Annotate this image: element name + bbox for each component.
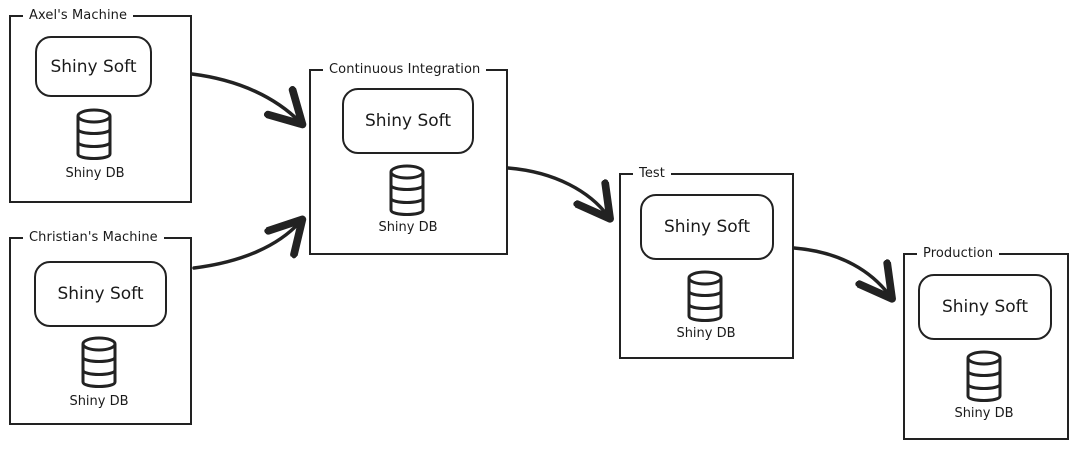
database-icon [76,108,112,160]
environment-test: Test Shiny Soft Shiny DB [619,165,794,359]
database-icon [687,270,723,322]
database-icon [966,350,1002,402]
app-box: Shiny Soft [35,36,152,97]
arrow-christian-to-ci [192,222,300,270]
database-label: Shiny DB [954,406,1014,421]
environment-production: Production Shiny Soft Shiny DB [903,245,1069,440]
app-box: Shiny Soft [640,194,774,260]
arrow-test-to-production [792,246,890,296]
database-label: Shiny DB [378,220,438,235]
environment-title: Production [917,245,1000,263]
database-label: Shiny DB [65,166,125,181]
environment-christian: Christian's Machine Shiny Soft Shiny DB [9,229,192,425]
app-box: Shiny Soft [918,274,1052,340]
arrow-ci-to-test [506,166,608,216]
environment-title: Continuous Integration [323,61,487,79]
environment-title: Test [633,165,672,183]
environment-title: Christian's Machine [23,229,164,247]
database-label: Shiny DB [676,326,736,341]
environment-title: Axel's Machine [23,7,134,25]
database-icon [389,164,425,216]
database-icon [81,336,117,388]
environment-ci: Continuous Integration Shiny Soft Shiny … [309,61,508,255]
app-box: Shiny Soft [342,88,474,154]
environment-axel: Axel's Machine Shiny Soft Shiny DB [9,7,192,203]
app-box: Shiny Soft [34,261,167,327]
database-label: Shiny DB [69,394,129,409]
arrow-axel-to-ci [190,72,300,122]
